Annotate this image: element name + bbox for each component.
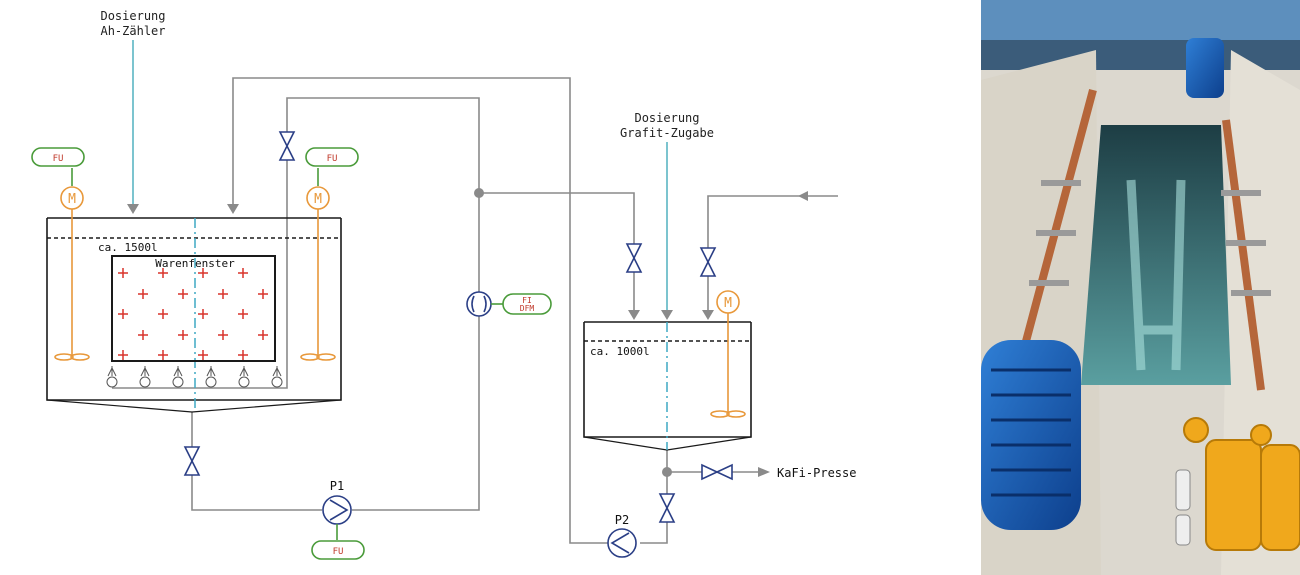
- dosing-line-ah: [127, 40, 139, 214]
- fu-right-label: FU: [327, 154, 338, 164]
- tank-1-volume: ca. 1500l: [98, 241, 158, 254]
- valve-icon-p2: [658, 493, 676, 523]
- junction-node-1: [474, 188, 484, 198]
- tank-1: [46, 217, 342, 413]
- tank-2-volume: ca. 1000l: [590, 345, 650, 358]
- piping: [112, 77, 838, 544]
- fu-box-pump: [311, 540, 365, 560]
- arrow-feed-in: [798, 191, 808, 201]
- pump-p2-label: P2: [615, 513, 629, 527]
- valve-icon-kafi: [701, 463, 733, 481]
- flow-meter-box: [502, 293, 552, 315]
- pump-p1-label: P1: [330, 479, 344, 493]
- flow-meter-label-1: FI: [522, 296, 532, 305]
- valve-icon-feed: [699, 247, 717, 277]
- dosing-ah-label-2: Ah-Zähler: [100, 24, 165, 38]
- fu-pump-label: FU: [333, 547, 344, 557]
- tank-water: [1081, 125, 1231, 385]
- filter-press-label: KaFi-Presse: [777, 466, 856, 480]
- arrow-feed-tank2: [702, 310, 714, 320]
- dosing-graphite-label-2: Grafit-Zugabe: [620, 126, 714, 140]
- arrow-kafi: [758, 467, 770, 477]
- process-flow-diagram: Dosierung Ah-Zähler Dosierung Grafit-Zug…: [31, 9, 856, 560]
- flow-meter-label-2: DFM: [520, 304, 535, 313]
- dosing-line-graphite: [661, 142, 673, 320]
- motor-top: [1186, 38, 1224, 98]
- motor-left-label: M: [68, 192, 76, 207]
- valve-icon-tank1-outlet: [183, 446, 201, 476]
- fu-left-label: FU: [53, 154, 64, 164]
- dosing-pumps: [1183, 417, 1300, 551]
- arrow-return-tank1: [227, 204, 239, 214]
- pump-p2-icon: [607, 528, 637, 558]
- agitator-right: [300, 168, 336, 361]
- agitator-tank2: [710, 290, 746, 418]
- dosing-ah-label-1: Dosierung: [100, 9, 165, 23]
- arrow-branch-tank2: [628, 310, 640, 320]
- fu-box-right: [305, 147, 359, 167]
- electroplating-tank-photo: [981, 0, 1300, 575]
- flow-meter-icon: [466, 291, 492, 317]
- spray-nozzles: [106, 366, 283, 388]
- motor-bottom-left: [981, 340, 1081, 530]
- valve-icon-branch: [625, 243, 643, 273]
- motor-tank2-label: M: [724, 296, 732, 311]
- pump-p1-icon: [322, 495, 352, 525]
- agitator-left: [54, 168, 90, 361]
- anode-crosses: [118, 268, 268, 360]
- valve-icon-top: [278, 131, 296, 161]
- goods-window-label: Warenfenster: [155, 257, 235, 270]
- fu-box-left: [31, 147, 85, 167]
- motor-right-label: M: [314, 192, 322, 207]
- tank-2: [583, 321, 752, 451]
- goods-window: [111, 255, 276, 362]
- dosing-graphite-label-1: Dosierung: [634, 111, 699, 125]
- junction-node-2: [662, 467, 672, 477]
